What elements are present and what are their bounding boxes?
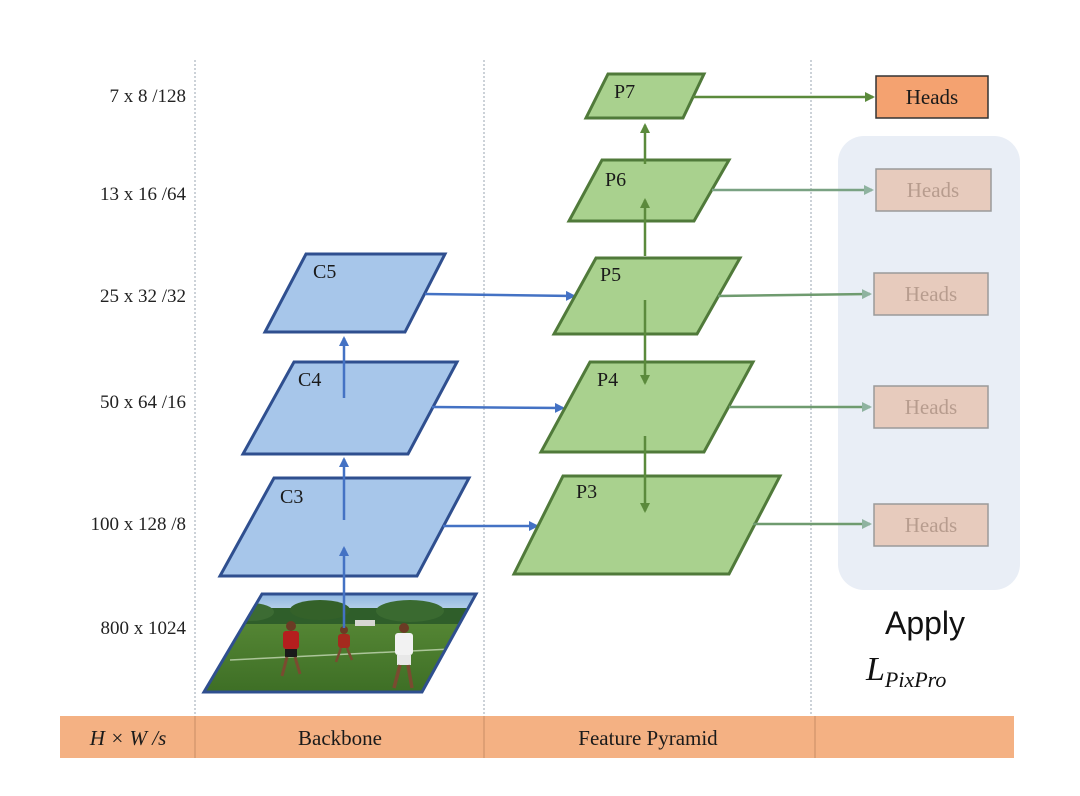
- scale-label-p6: 13 x 16 /64: [100, 184, 187, 205]
- arrow-c4-to-p4: [431, 402, 565, 413]
- arrow-p5-to-heads: [717, 289, 872, 300]
- footer-band: [60, 716, 1014, 758]
- pyramid-label-p6: P6: [605, 169, 626, 191]
- heads-label-p5: Heads: [905, 282, 957, 306]
- heads-label-p3: Heads: [905, 513, 957, 537]
- pyramid-layer-p7: [583, 72, 707, 120]
- heads-box-p6: [875, 168, 992, 212]
- backbone-layer-c4: [240, 360, 460, 456]
- heads-label-p7: Heads: [906, 85, 958, 109]
- scale-label-image: 800 x 1024: [101, 618, 187, 639]
- backbone-label-c3: C3: [280, 486, 303, 508]
- heads-label-p4: Heads: [905, 395, 957, 419]
- heads-label-p6: Heads: [907, 178, 959, 202]
- backbone-label-c4: C4: [298, 369, 321, 391]
- scale-label-p7: 7 x 8 /128: [109, 86, 186, 107]
- scale-label-32: 25 x 32 /32: [100, 286, 186, 307]
- footer-scale-header: H × W /s: [89, 726, 167, 750]
- heads-box-p3: [873, 503, 989, 547]
- loss-symbol: L: [865, 651, 885, 688]
- footer-backbone-header: Backbone: [298, 726, 382, 750]
- arrow-c5-to-p5: [424, 290, 576, 301]
- scale-label-8: 100 x 128 /8: [90, 514, 186, 535]
- apply-region: [838, 136, 1020, 590]
- apply-label: Apply: [885, 605, 965, 641]
- backbone-layer-c5: [262, 252, 448, 334]
- scale-label-16: 50 x 64 /16: [100, 392, 186, 413]
- pyramid-label-p7: P7: [614, 81, 635, 103]
- backbone-label-c5: C5: [313, 261, 336, 283]
- footer-pyramid-header: Feature Pyramid: [578, 726, 718, 750]
- pyramid-label-p5: P5: [600, 264, 621, 286]
- pyramid-label-p4: P4: [597, 369, 618, 391]
- pyramid-layer-p5: [551, 256, 743, 336]
- pyramid-label-p3: P3: [576, 481, 597, 503]
- loss-subscript: PixPro: [884, 667, 947, 692]
- pyramid-layer-p3: [511, 474, 783, 576]
- loss-formula: LPixPro: [865, 651, 946, 692]
- heads-box-p7: [875, 75, 989, 119]
- pyramid-layer-p6: [566, 158, 732, 223]
- pyramid-layer-p4: [538, 360, 756, 454]
- heads-box-p5: [873, 272, 989, 316]
- input-image: [201, 592, 479, 694]
- backbone-layer-c3: [217, 476, 472, 578]
- heads-box-p4: [873, 385, 989, 429]
